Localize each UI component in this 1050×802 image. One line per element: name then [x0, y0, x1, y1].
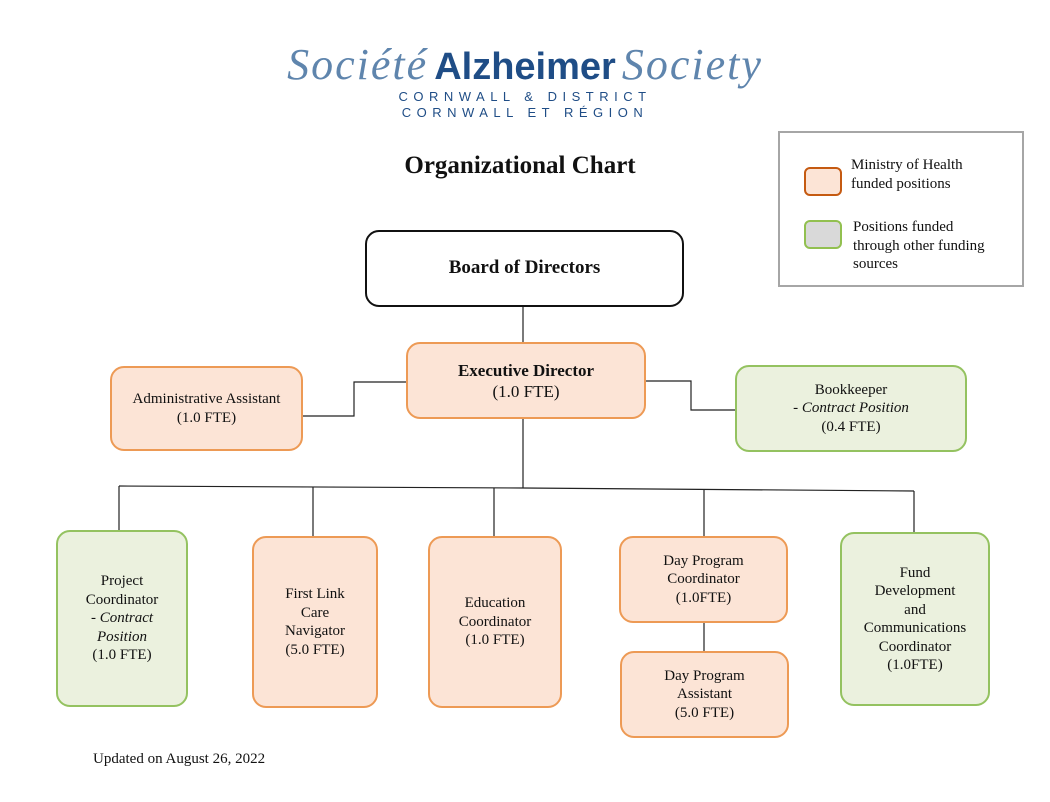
node-title: Bookkeeper: [814, 381, 888, 398]
node-title-line: Development: [874, 583, 956, 599]
node-contract: Position: [96, 628, 147, 645]
node-title-line: Coordinator: [878, 638, 952, 655]
node-fte: (1.0 FTE): [465, 632, 525, 649]
node-fund-development-coordinator: Fund Development and Communications Coor…: [840, 532, 990, 706]
node-title-line: and: [904, 601, 926, 618]
logo-word-english: Society: [621, 40, 763, 89]
node-administrative-assistant: Administrative Assistant (1.0 FTE): [110, 366, 303, 451]
node-title-line: Assistant: [676, 686, 732, 703]
node-fte: (5.0 FTE): [285, 641, 345, 658]
connector-branch-bar: [118, 485, 915, 492]
node-fte: (0.4 FTE): [821, 418, 881, 435]
connector-executive-admin: [303, 381, 406, 417]
node-title: Board of Directors: [448, 257, 601, 279]
legend-swatch-ministry: [804, 167, 842, 196]
updated-date: Updated on August 26, 2022: [93, 751, 266, 767]
node-contract: - Contract Position: [793, 400, 909, 417]
node-title-line: Care: [300, 604, 330, 621]
node-title-line: Communications: [863, 620, 967, 636]
node-title-line: Day Program: [663, 552, 744, 569]
node-title-line: First Link: [285, 586, 345, 602]
node-title-line: Coordinator: [458, 613, 532, 630]
node-title-line: Coordinator: [85, 591, 159, 608]
node-title: Administrative Assistant: [132, 391, 281, 407]
node-title: Executive Director: [457, 360, 595, 380]
connector-executive-bookkeeper: [645, 380, 736, 411]
logo-word-alzheimer: Alzheimer: [434, 46, 616, 88]
node-project-coordinator: Project Coordinator - Contract Position …: [56, 530, 188, 707]
node-executive-director: Executive Director (1.0 FTE): [406, 342, 646, 419]
page-title: Organizational Chart: [404, 152, 636, 179]
node-fte: (1.0 FTE): [492, 381, 560, 401]
legend: Ministry of Health funded positions Posi…: [778, 131, 1024, 287]
node-education-coordinator: Education Coordinator (1.0 FTE): [428, 536, 562, 708]
node-fte: (5.0 FTE): [674, 704, 735, 721]
node-title-line: Education: [464, 595, 526, 612]
node-board-of-directors: Board of Directors: [365, 230, 684, 307]
logo-word-french: Société: [287, 40, 429, 89]
node-title-line: Navigator: [285, 623, 345, 639]
node-day-program-coordinator: Day Program Coordinator (1.0FTE): [619, 536, 788, 623]
node-fte: (1.0 FTE): [176, 409, 237, 426]
node-title-line: Coordinator: [667, 571, 740, 588]
node-fte: (1.0 FTE): [92, 647, 152, 664]
node-title-line: Fund: [899, 564, 931, 581]
legend-label-other: Positions funded through other funding s…: [853, 219, 985, 272]
legend-label-ministry: Ministry of Health funded positions: [851, 157, 963, 192]
node-contract: - Contract: [90, 610, 154, 627]
node-fte: (1.0FTE): [675, 589, 732, 606]
node-fte: (1.0FTE): [887, 657, 943, 673]
logo-subtitle-french: CORNWALL ET RÉGION: [401, 105, 649, 120]
node-title-line: Project: [100, 573, 144, 590]
node-title-line: Day Program: [664, 667, 745, 684]
logo-subtitle-english: CORNWALL & DISTRICT: [398, 89, 652, 104]
node-first-link-care-navigator: First Link Care Navigator (5.0 FTE): [252, 536, 378, 708]
legend-swatch-other: [804, 220, 842, 249]
node-day-program-assistant: Day Program Assistant (5.0 FTE): [620, 651, 789, 738]
node-bookkeeper: Bookkeeper - Contract Position (0.4 FTE): [735, 365, 967, 452]
